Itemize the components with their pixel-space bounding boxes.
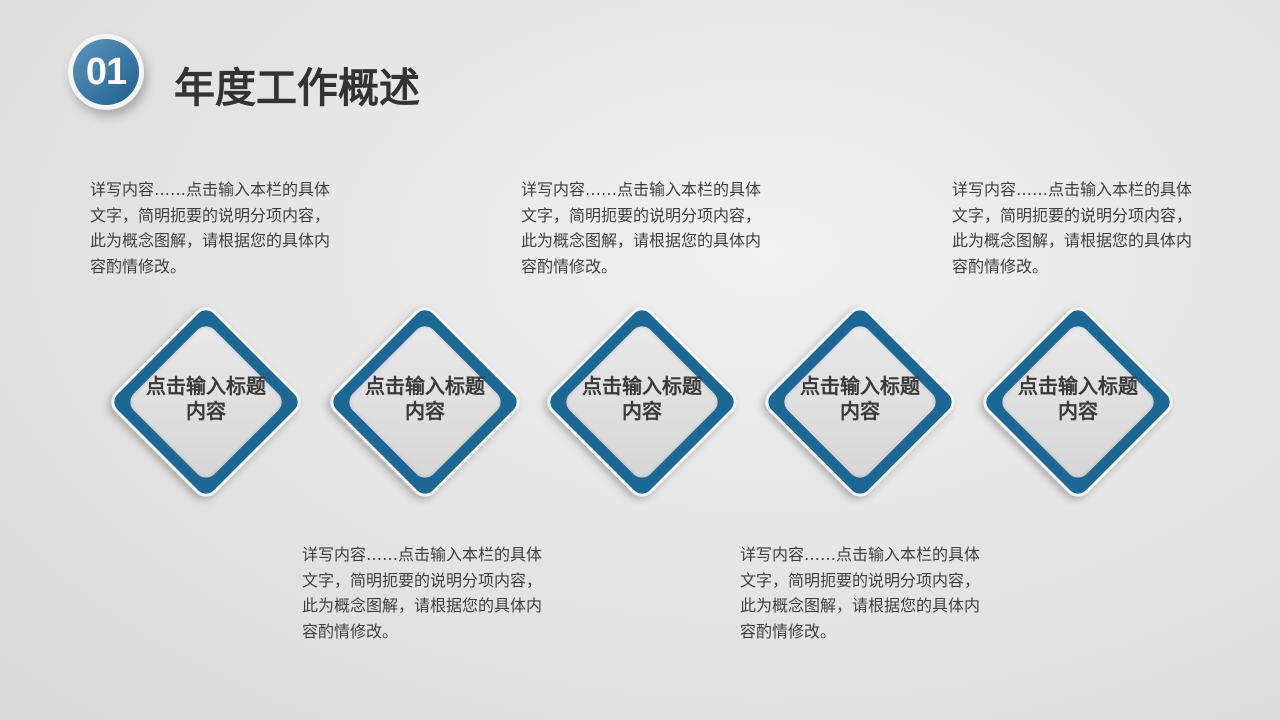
step-title[interactable]: 点击输入标题内容 bbox=[582, 374, 702, 423]
step-description-3[interactable]: 详写内容……点击输入本栏的具体文字，简明扼要的说明分项内容，此为概念图解，请根据… bbox=[521, 180, 762, 276]
step-description-5[interactable]: 详写内容……点击输入本栏的具体文字，简明扼要的说明分项内容，此为概念图解，请根据… bbox=[952, 180, 1193, 276]
step-title[interactable]: 点击输入标题内容 bbox=[146, 374, 266, 423]
step-diamond-4: 点击输入标题内容 bbox=[759, 301, 961, 503]
page-title: 年度工作概述 bbox=[174, 64, 420, 112]
section-number: 01 bbox=[73, 39, 139, 105]
step-diamond-1: 点击输入标题内容 bbox=[105, 301, 307, 503]
step-description-4[interactable]: 详写内容……点击输入本栏的具体文字，简明扼要的说明分项内容，此为概念图解，请根据… bbox=[740, 545, 981, 641]
step-diamond-5: 点击输入标题内容 bbox=[977, 301, 1179, 503]
step-title[interactable]: 点击输入标题内容 bbox=[800, 374, 920, 423]
section-number-badge: 01 bbox=[68, 34, 144, 110]
step-diamond-3: 点击输入标题内容 bbox=[541, 301, 743, 503]
step-description-2[interactable]: 详写内容……点击输入本栏的具体文字，简明扼要的说明分项内容，此为概念图解，请根据… bbox=[302, 545, 543, 641]
step-title[interactable]: 点击输入标题内容 bbox=[1018, 374, 1138, 423]
step-description-1[interactable]: 详写内容……点击输入本栏的具体文字，简明扼要的说明分项内容，此为概念图解，请根据… bbox=[90, 180, 331, 276]
step-diamond-2: 点击输入标题内容 bbox=[324, 301, 526, 503]
step-title[interactable]: 点击输入标题内容 bbox=[365, 374, 485, 423]
